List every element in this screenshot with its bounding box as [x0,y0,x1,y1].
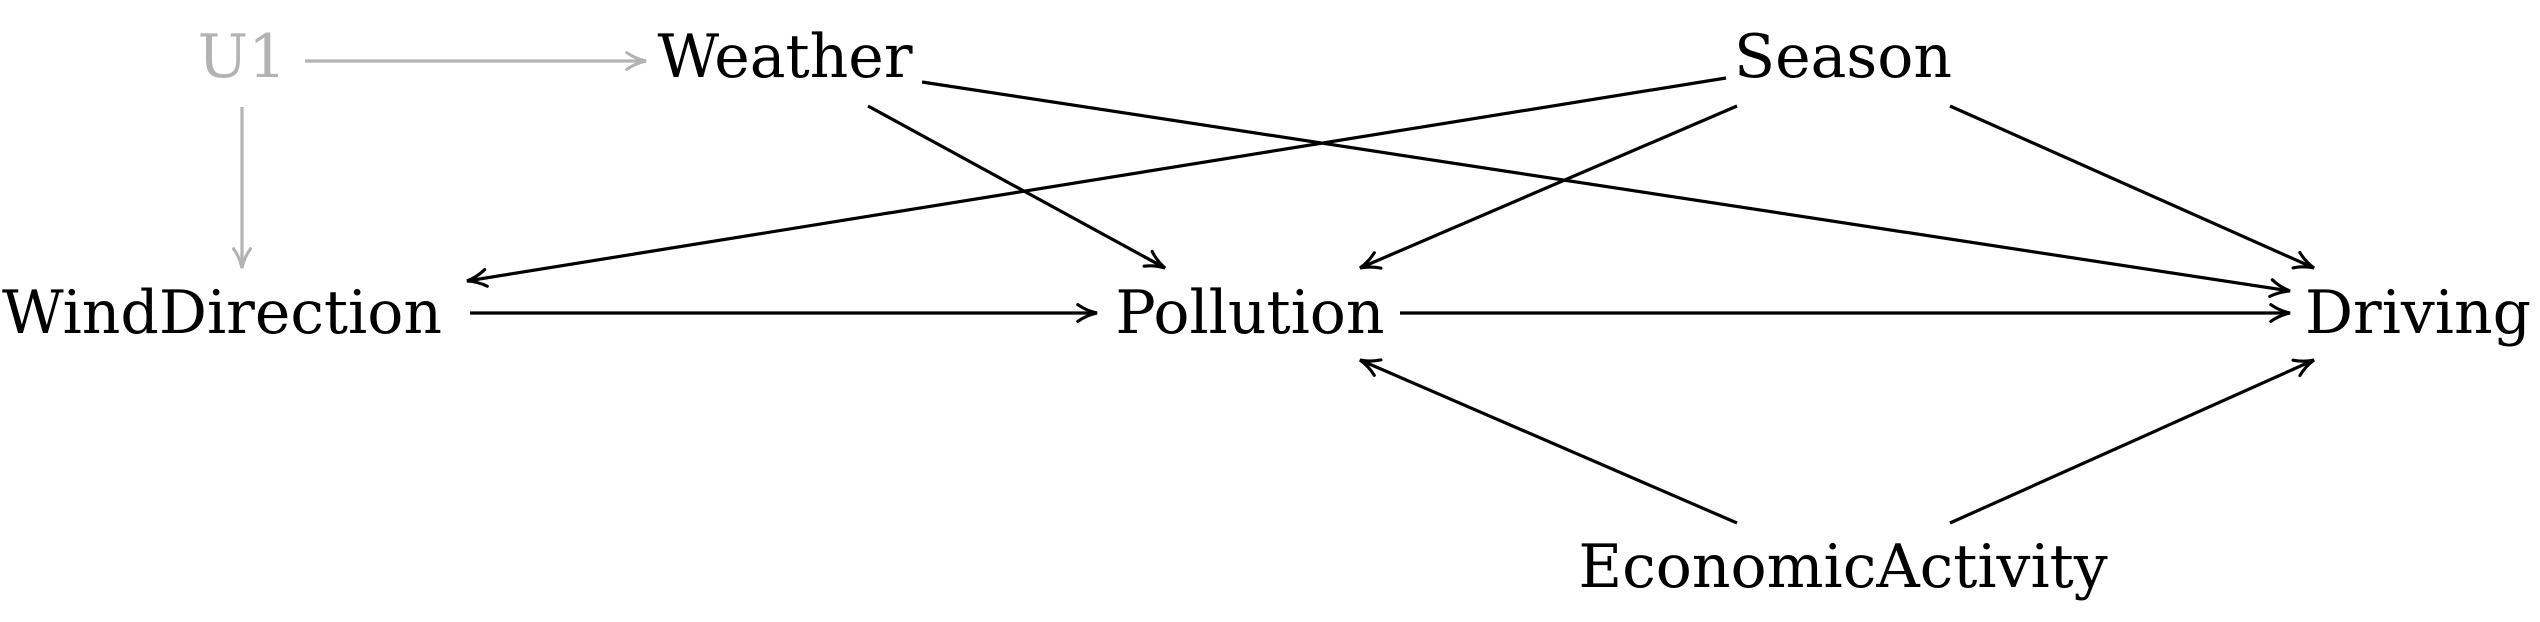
edge-weather-to-pollution [867,104,1167,270]
edge-economicactivity-to-pollution [1359,358,1738,525]
node-driving: Driving [2305,278,2531,348]
node-season: Season [1734,22,1952,92]
node-weather: Weather [658,22,913,92]
node-pollution: Pollution [1115,278,1384,348]
node-economicactivity: EconomicActivity [1578,532,2107,602]
edge-weather-to-driving [921,80,2291,298]
node-winddirection: WindDirection [2,278,442,348]
edge-economicactivity-to-driving [1949,358,2315,525]
edge-season-to-winddirection [466,76,1727,288]
edges-layer [232,51,2315,525]
edge-season-to-pollution [1359,104,1738,270]
node-u1: U1 [198,22,287,92]
edge-season-to-driving [1949,104,2315,270]
